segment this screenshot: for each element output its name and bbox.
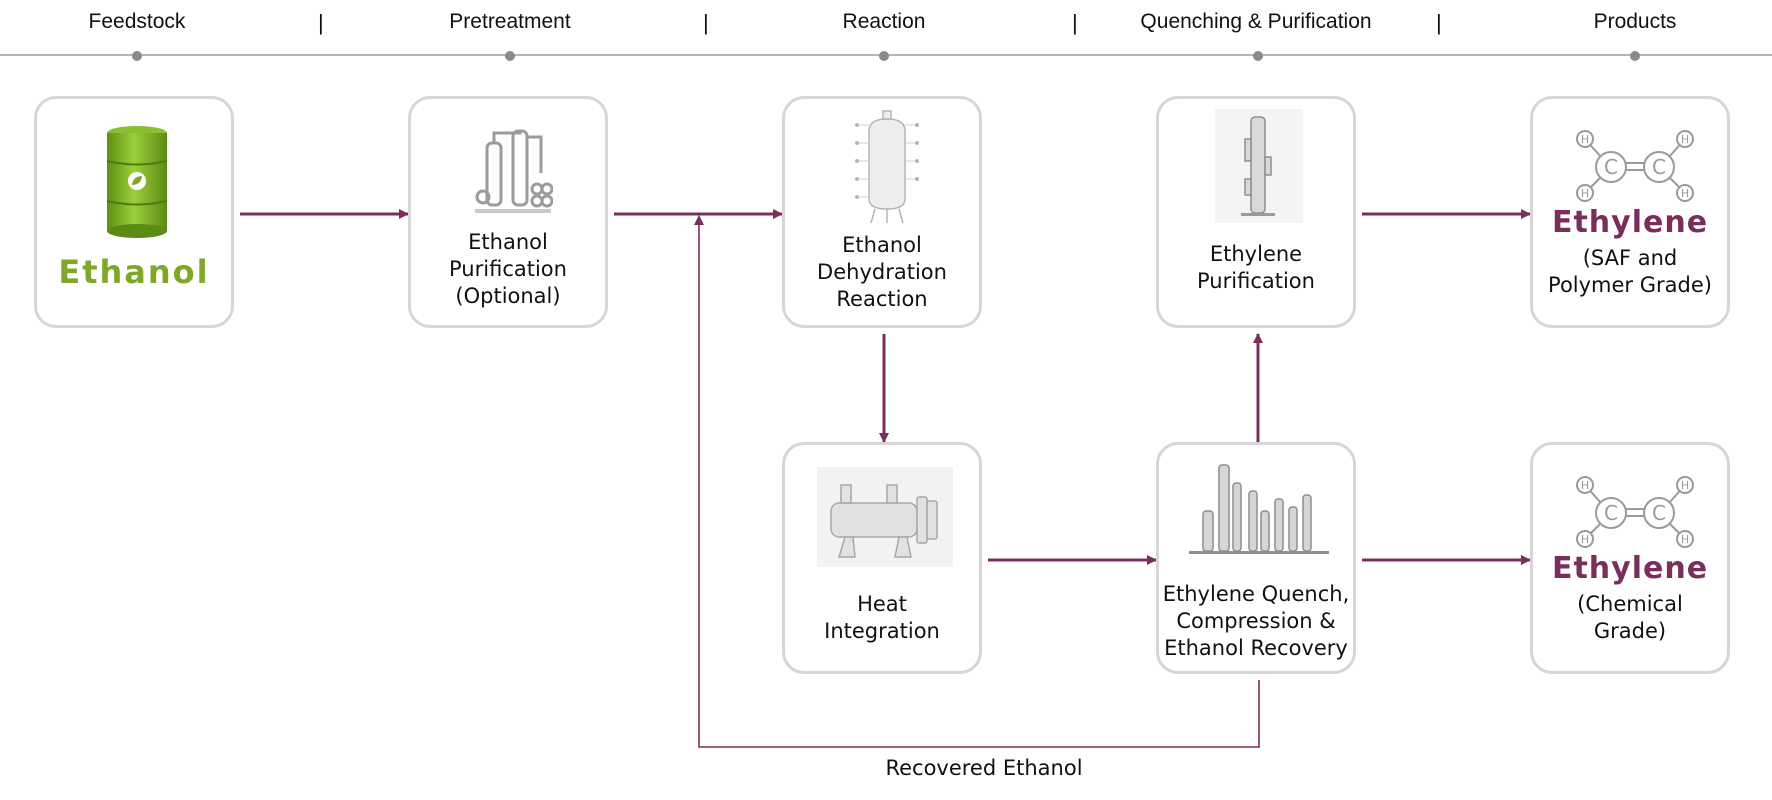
product-saf-title: Ethylene (1551, 205, 1709, 240)
column-icon (1215, 109, 1303, 223)
timeline-tick (1630, 51, 1640, 61)
svg-text:H: H (1681, 187, 1689, 200)
stage-label-feedstock: Feedstock (88, 10, 186, 33)
eth-purif-line-1: Ethylene (1209, 242, 1303, 266)
stage-label-pretreatment: Pretreatment (449, 10, 571, 33)
recovered-ethanol-label: Recovered Ethanol (885, 756, 1083, 780)
svg-text:C: C (1604, 155, 1618, 179)
product-chem-line-1: (Chemical (1577, 592, 1683, 616)
svg-text:H: H (1581, 479, 1589, 492)
svg-text:H: H (1581, 187, 1589, 200)
product-chem-line-2: Grade) (1593, 619, 1667, 643)
box-product-chemical: H H H H C C Ethylene (Chemical Grade) (1530, 442, 1730, 674)
product-chem-title: Ethylene (1551, 551, 1709, 586)
box-ethanol-feedstock: Ethanol (34, 96, 234, 328)
purification-line-2: Purification (449, 257, 567, 281)
dehydration-line-3: Reaction (836, 287, 928, 311)
quench-line-3: Ethanol Recovery (1164, 636, 1348, 660)
stage-label-products: Products (1593, 10, 1677, 33)
svg-text:C: C (1652, 155, 1666, 179)
box-heat-integration: Heat Integration (782, 442, 982, 674)
barrel-icon (106, 126, 168, 238)
svg-text:H: H (1581, 533, 1589, 546)
svg-text:H: H (1681, 133, 1689, 146)
timeline-tick (879, 51, 889, 61)
product-saf-line-2: Polymer Grade) (1548, 273, 1712, 297)
stage-separator: | (1436, 10, 1442, 35)
reactor-icon (855, 110, 919, 224)
dehydration-line-1: Ethanol (842, 233, 922, 257)
svg-text:H: H (1681, 479, 1689, 492)
ethylene-molecule-icon: H H H H C C (1576, 130, 1694, 202)
svg-text:H: H (1581, 133, 1589, 146)
stage-label-quenching: Quenching & Purification (1140, 10, 1372, 33)
purification-line-3: (Optional) (455, 284, 561, 308)
box-product-saf: H H H H C C Ethylene (SAF and Polymer Gr… (1530, 96, 1730, 328)
stage-separator: | (703, 10, 709, 35)
quench-line-2: Compression & (1176, 609, 1336, 633)
stage-separator: | (318, 10, 324, 35)
distillation-icon (475, 129, 553, 213)
stage-separator: | (1072, 10, 1078, 35)
svg-text:C: C (1604, 501, 1618, 525)
box-ethylene-purification: Ethylene Purification (1156, 96, 1356, 328)
ethylene-molecule-icon: H H H H C C (1576, 476, 1694, 548)
timeline-tick (1253, 51, 1263, 61)
svg-text:H: H (1681, 533, 1689, 546)
box-ethylene-quench: Ethylene Quench, Compression & Ethanol R… (1156, 442, 1356, 674)
box-ethanol-purification: Ethanol Purification (Optional) (408, 96, 608, 328)
svg-text:C: C (1652, 501, 1666, 525)
product-saf-line-1: (SAF and (1582, 246, 1678, 270)
eth-purif-line-2: Purification (1197, 269, 1315, 293)
recycle-line (694, 215, 1260, 748)
plant-icon (1189, 464, 1329, 554)
heat-line-2: Integration (824, 619, 940, 643)
timeline-tick (132, 51, 142, 61)
heat-exchanger-icon (817, 467, 953, 567)
timeline-tick (505, 51, 515, 61)
purification-line-1: Ethanol (468, 230, 548, 254)
quench-line-1: Ethylene Quench, (1162, 582, 1350, 606)
dehydration-line-2: Dehydration (817, 260, 947, 284)
heat-line-1: Heat (857, 592, 907, 616)
ethanol-label: Ethanol (58, 253, 210, 291)
stage-label-reaction: Reaction (842, 10, 926, 33)
box-dehydration-reaction: Ethanol Dehydration Reaction (782, 96, 982, 328)
